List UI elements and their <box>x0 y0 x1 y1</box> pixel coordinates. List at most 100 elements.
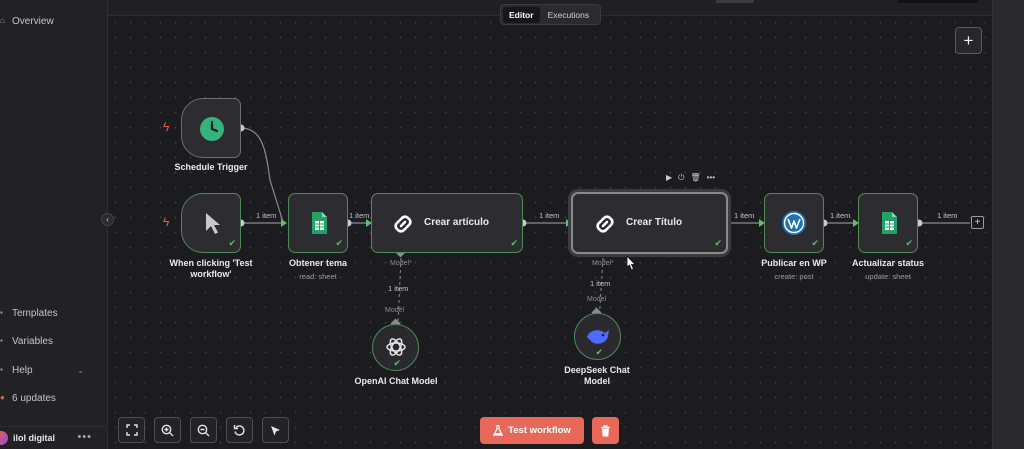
sidebar-item-help[interactable]: ▪ Help ⌄ <box>0 359 106 381</box>
node-label: Publicar en WP <box>761 258 827 268</box>
edge-count-label: 1 item <box>256 211 277 220</box>
trash-icon <box>601 424 610 436</box>
edge-count-label: 1 item <box>734 211 755 220</box>
success-check-icon: ✔ <box>510 238 518 248</box>
power-icon[interactable]: ⏻ <box>678 173 685 182</box>
node-manual-trigger[interactable]: ✔ <box>181 193 241 253</box>
header-control[interactable] <box>716 0 754 3</box>
edge-count-label: 1 item <box>349 211 370 220</box>
zoom-in-icon <box>161 424 174 436</box>
model-connection-deepseek <box>598 257 604 323</box>
undo-icon <box>233 424 245 436</box>
node-crear-articulo[interactable]: Crear artículo ✔ <box>371 193 523 253</box>
sidebar-item-label: Templates <box>12 307 58 319</box>
cursor-click-icon <box>206 213 220 234</box>
tidy-up-button[interactable] <box>262 417 289 443</box>
edge-count-label: 1 item <box>539 211 560 220</box>
node-openai-chat-model[interactable]: ✔ <box>372 324 419 371</box>
node-label: OpenAI Chat Model <box>354 376 438 386</box>
collapse-sidebar-button[interactable]: ‹ <box>101 213 114 226</box>
sidebar-item-label: Help <box>12 364 33 376</box>
edge-count-label: 1 item <box>830 211 851 220</box>
sidebar-item-overview[interactable]: ⌂ Overview <box>0 10 106 32</box>
reset-zoom-button[interactable] <box>226 417 253 443</box>
node-subtitle: read: sheet <box>299 272 337 281</box>
sidebar-item-variables[interactable]: ▪ Variables <box>0 330 106 352</box>
node-schedule-trigger[interactable] <box>181 98 241 158</box>
zoom-out-icon <box>197 424 210 436</box>
model-output-label: Model <box>385 307 405 314</box>
model-connection-openai <box>397 257 402 323</box>
templates-icon: ▪ <box>0 308 3 317</box>
edge-count-label: 1 item <box>590 279 611 288</box>
pointer-icon <box>271 425 280 435</box>
arrow-icon <box>853 219 859 227</box>
fit-view-button[interactable] <box>118 417 145 443</box>
arrow-icon <box>366 219 372 227</box>
success-check-icon: ✔ <box>393 358 401 368</box>
arrow-icon <box>281 219 287 227</box>
avatar <box>0 430 8 445</box>
node-title: Crear artículo <box>424 217 490 228</box>
edge-count-label: 1 item <box>388 284 409 293</box>
success-check-icon: ✔ <box>714 238 722 248</box>
node-crear-titulo[interactable]: Crear Título ✔ <box>571 192 728 254</box>
play-icon[interactable]: ▶ <box>666 173 673 182</box>
variables-icon: ▪ <box>0 336 3 345</box>
tab-executions[interactable]: Executions <box>547 9 590 20</box>
more-icon[interactable]: ••• <box>706 173 716 182</box>
tab-editor[interactable]: Editor <box>503 6 540 23</box>
sidebar-item-label: 6 updates <box>12 392 56 404</box>
home-icon: ⌂ <box>0 16 5 25</box>
openai-icon <box>386 338 406 356</box>
node-subtitle: create: post <box>774 272 814 281</box>
success-check-icon: ✔ <box>335 238 343 248</box>
user-menu[interactable]: ilol digital ••• <box>0 426 108 448</box>
node-publicar-wp[interactable]: ✔ <box>764 193 824 253</box>
right-panel-edge <box>992 0 1024 449</box>
node-label: Actualizar status <box>851 258 925 268</box>
google-sheets-icon <box>882 212 897 234</box>
workflow-canvas[interactable] <box>108 0 992 449</box>
zoom-out-button[interactable] <box>190 417 217 443</box>
sidebar-item-label: Variables <box>12 335 53 347</box>
header-control[interactable] <box>898 0 978 3</box>
sidebar-item-templates[interactable]: ▪ Templates <box>0 302 106 324</box>
arrow-icon <box>566 219 572 227</box>
user-name: ilol digital <box>13 432 55 443</box>
flask-icon <box>493 425 504 436</box>
sidebar-item-updates[interactable]: ● 6 updates <box>0 387 106 409</box>
view-tabs: Editor Executions <box>500 4 601 25</box>
trash-icon[interactable]: 🗑 <box>690 173 701 182</box>
node-label: Obtener tema <box>288 258 348 268</box>
update-dot-icon: ● <box>0 393 5 402</box>
test-workflow-label: Test workflow <box>508 425 571 436</box>
chevron-left-icon: ‹ <box>106 215 109 224</box>
add-node-button[interactable]: + <box>955 27 982 54</box>
connection-schedule-obtener <box>240 127 284 223</box>
chevron-down-icon: ⌄ <box>77 365 84 375</box>
clear-execution-button[interactable] <box>592 417 619 444</box>
sidebar-item-label: Overview <box>12 15 54 27</box>
trigger-bolt-icon: ϟ <box>163 215 170 229</box>
mouse-pointer-icon <box>626 255 636 271</box>
help-icon: ▪ <box>0 365 3 374</box>
success-check-icon: ✔ <box>228 238 236 248</box>
more-icon[interactable]: ••• <box>77 431 92 443</box>
zoom-in-button[interactable] <box>154 417 181 443</box>
node-deepseek-chat-model[interactable]: ✔ <box>574 313 621 360</box>
trigger-bolt-icon: ϟ <box>163 120 170 134</box>
node-toolbar: ▶ ⏻ 🗑 ••• <box>666 173 715 183</box>
node-obtener-tema[interactable]: ✔ <box>288 193 348 253</box>
node-title: Crear Título <box>626 217 683 228</box>
node-label: Schedule Trigger <box>174 162 248 172</box>
test-workflow-button[interactable]: Test workflow <box>480 417 584 444</box>
arrow-icon <box>759 219 765 227</box>
sidebar: ⌂ Overview ▪ Templates ▪ Variables ▪ Hel… <box>0 0 108 449</box>
node-actualizar-status[interactable]: ✔ <box>858 193 918 253</box>
model-output-label: Model <box>587 296 607 303</box>
add-next-node-button[interactable]: + <box>971 216 984 229</box>
link-icon <box>596 215 614 233</box>
